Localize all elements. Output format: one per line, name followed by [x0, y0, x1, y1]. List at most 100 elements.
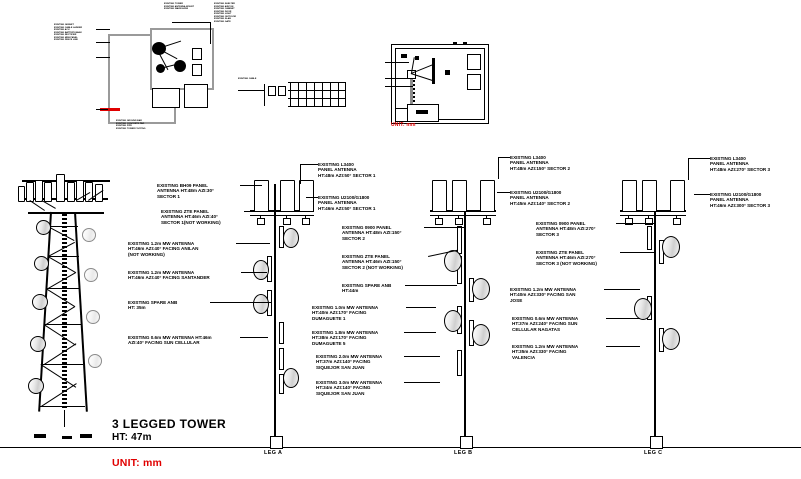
tower-brace	[46, 305, 76, 325]
annotation-c3: EXISTING 0900 PANEL ANTENNA HT:48m AZI:2…	[536, 221, 596, 237]
drawing-title: 3 LEGGED TOWER	[112, 417, 227, 431]
annotation-c1-leader-v	[498, 157, 499, 179]
riser-label: EXISTING CABLE	[238, 78, 257, 80]
detail-note-block-3: EXISTING SHELTER EXISTING AIRCON EXISTIN…	[214, 3, 236, 23]
site-plan-unit-note: UNIT: mm	[391, 122, 416, 128]
leg-c-dish-antenna	[662, 328, 680, 350]
tower-rung	[49, 256, 79, 257]
annotation-d1: EXISTING L3400 PANEL ANTENNA HT:48m AZI:…	[710, 156, 771, 172]
tower-foot	[34, 434, 46, 438]
annotation-b2: EXISTING U2100/G1800 PANEL ANTENNA HT:46…	[318, 195, 376, 211]
tower-panel-antenna	[56, 174, 65, 202]
annotation-b7-leader	[404, 332, 436, 333]
detail-red-marker	[100, 108, 120, 111]
annotation-b1-leader-v	[300, 164, 301, 184]
detail-room-outline-2	[150, 28, 214, 90]
tower-top-rail	[28, 212, 104, 214]
detail-cabinet-2	[192, 64, 202, 76]
site-plan-cable-run	[413, 80, 415, 114]
annotation-a5-leader	[210, 302, 272, 303]
tower-dish-antenna	[30, 336, 46, 352]
equipment-layout-detail: EXISTING GENSET EXISTING CABLE LADDER EX…	[52, 2, 237, 152]
annotation-b5-leader	[405, 285, 457, 286]
leg-b-assembly: LEG B	[430, 178, 496, 456]
annotation-b3: EXISTING 0900 PANEL ANTENNA HT:48m AZI:1…	[342, 225, 402, 241]
annotation-c1-leader	[498, 157, 510, 158]
leg-b-panel-antenna	[432, 180, 447, 212]
detail-equipment-box	[152, 88, 180, 108]
leg-c-base-plate	[650, 436, 663, 449]
leg-c-mount-rail	[647, 226, 652, 250]
annotation-a4: EXISTING 1.2m MW ANTENNA HT:46m AZI:40° …	[128, 270, 210, 281]
annotation-a1: EXISTING BH09 PANEL ANTENNA HT:48m AZI:3…	[157, 183, 214, 199]
site-plan-leader-2	[385, 78, 413, 79]
annotation-a6-leader	[240, 337, 268, 338]
leg-c-panel-foot	[625, 218, 633, 225]
tower-leg-right	[74, 212, 88, 412]
leg-a-dish-antenna	[283, 228, 299, 248]
tower-dish-antenna	[88, 354, 102, 368]
tower-panel-antenna	[67, 182, 75, 202]
tower-rung	[39, 406, 85, 407]
annotation-b1-leader	[300, 164, 318, 165]
annotation-c2: EXISTING U2100/G1800 PANEL ANTENNA HT:45…	[510, 190, 571, 206]
annotation-b5: EXISTING SPARE ANB HT:44m	[342, 283, 392, 294]
leg-a-panel-foot	[283, 218, 291, 225]
detail-note-block-2: EXISTING TOWER EXISTING ANTENNA MOUNT EX…	[164, 3, 194, 10]
annotation-a2: EXISTING ZTE PANEL ANTENNA HT:46m AZI:40…	[161, 209, 221, 225]
leg-a-assembly: LEG A	[250, 178, 314, 456]
annotation-b9-leader	[404, 382, 440, 383]
annotation-c4: EXISTING ZTE PANEL ANTENNA HT:46m AZI:27…	[536, 250, 597, 266]
riser-box	[268, 86, 276, 96]
leg-c-panel-antenna	[670, 180, 685, 212]
annotation-b6-leader	[406, 307, 436, 308]
leg-a-crossarm-2	[250, 215, 314, 217]
tower-panel-antenna	[76, 180, 84, 202]
annotation-c4-leader	[620, 252, 654, 253]
tower-top-platform	[22, 180, 110, 182]
annotation-b8: EXISTING 2.0m MW ANTENNA HT:37m AZI:140°…	[316, 354, 383, 370]
annotation-d1-leader	[688, 158, 710, 159]
annotation-a5: EXISTING SPARE ANB HT: 35m	[128, 300, 178, 311]
leg-c-crossarm-2	[620, 215, 686, 217]
tower-rung	[45, 324, 82, 325]
leg-b-mount-rail	[457, 226, 462, 254]
tower-elevation-view	[10, 168, 122, 448]
site-plan-tick-2	[463, 42, 467, 45]
site-plan-detail: UNIT: mm	[385, 42, 493, 138]
tower-panel-antenna	[44, 182, 52, 202]
tower-dish-antenna	[86, 310, 100, 324]
leg-b-panel-antenna	[452, 180, 467, 212]
tower-foot-2	[62, 436, 72, 439]
annotation-d2-leader	[694, 194, 710, 195]
detail-leader-5	[172, 22, 210, 23]
tower-brace	[44, 343, 77, 365]
leg-a-mast	[274, 184, 277, 446]
annotation-c6: EXISTING 0.6m MW ANTENNA HT:37m AZI:240°…	[512, 316, 579, 332]
site-plan-tick	[453, 42, 457, 45]
leg-a-mount-rail	[279, 322, 284, 344]
leg-c-panel-foot	[645, 218, 653, 225]
detail-leader-4	[96, 109, 108, 110]
annotation-a3-leader	[236, 243, 270, 244]
leg-a-panel-antenna	[299, 180, 314, 212]
leg-c-assembly: LEG C	[620, 178, 686, 456]
leg-b-crossarm-2	[430, 215, 496, 217]
leg-c-dish-antenna	[634, 298, 652, 320]
annotation-c7-leader	[606, 346, 640, 347]
annotation-b1: EXISTING L3400 PANEL ANTENNA HT:48m AZI:…	[318, 162, 376, 178]
annotation-c5-leader	[604, 289, 640, 290]
tower-dish-antenna	[28, 378, 44, 394]
leg-a-panel-antenna	[280, 180, 295, 212]
riser-comb	[288, 82, 346, 118]
leg-c-mast	[654, 184, 657, 446]
riser-bar-2	[264, 84, 265, 106]
tower-rung	[42, 364, 83, 365]
drawing-unit-note: UNIT: mm	[112, 457, 163, 469]
tower-dish-antenna	[82, 228, 96, 242]
site-plan-antenna-mark-2	[415, 56, 419, 60]
site-plan-gray-run	[410, 78, 413, 114]
tower-brace	[41, 383, 77, 407]
annotation-c7: EXISTING 1.2m MW ANTENNA HT:35m AZI:330°…	[512, 344, 579, 360]
